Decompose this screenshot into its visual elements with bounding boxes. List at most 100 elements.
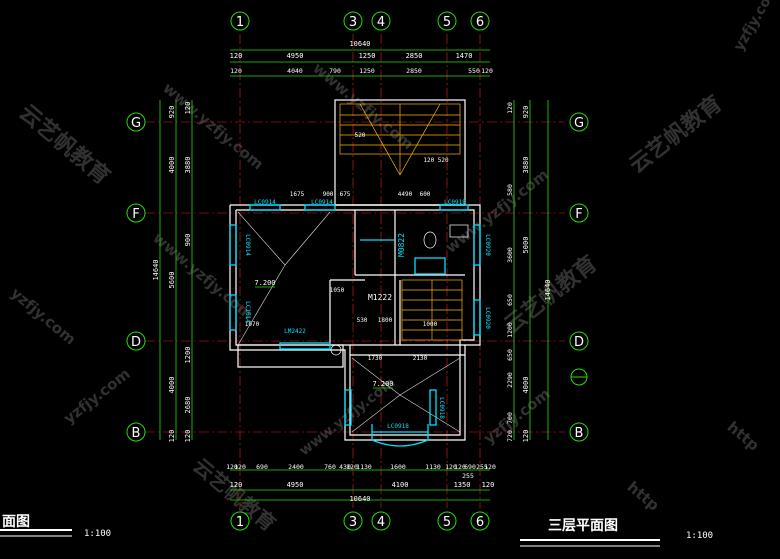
axis-bubble-h bbox=[126, 422, 146, 442]
axis-label-v: 4 bbox=[377, 15, 385, 30]
dim-label: 120 bbox=[234, 463, 246, 471]
stair-middle bbox=[401, 279, 463, 341]
axis-label-h: D bbox=[131, 335, 141, 350]
dim-label: 120 bbox=[226, 463, 238, 471]
dim-label: 10640 bbox=[349, 495, 370, 503]
right-drawing-title: 三层平面图 bbox=[548, 518, 618, 534]
dim-label: 2850 bbox=[406, 52, 423, 60]
dim-label: 4000 bbox=[522, 377, 530, 394]
dim-label: 1250 bbox=[359, 67, 375, 75]
axis-label-v: 1 bbox=[236, 15, 244, 30]
dim-label: 1130 bbox=[425, 463, 441, 471]
stair-top bbox=[339, 103, 461, 176]
axis-label-v: 3 bbox=[349, 15, 357, 30]
dim-label: 4000 bbox=[168, 377, 176, 394]
dim-label: 120 bbox=[445, 463, 457, 471]
dim-label: 650 bbox=[506, 294, 514, 306]
dim-label: 2400 bbox=[288, 463, 304, 471]
dim-label: 2290 bbox=[506, 372, 514, 388]
dim-label: 4100 bbox=[392, 481, 409, 489]
axis-label-v: 4 bbox=[377, 515, 385, 530]
dim-label: 760 bbox=[324, 463, 336, 471]
dim-label: 5000 bbox=[522, 237, 530, 254]
dim-label: 1350 bbox=[454, 481, 471, 489]
dim-label: 920 bbox=[168, 106, 176, 119]
dim-label: 120 bbox=[454, 463, 466, 471]
dim-label: 900 bbox=[184, 234, 192, 247]
dim-label: 1600 bbox=[390, 463, 406, 471]
dim-label: 14640 bbox=[152, 259, 160, 280]
elevation-mark: 7.200 bbox=[254, 279, 275, 287]
axis-label-h: D bbox=[574, 335, 584, 350]
axis-bubble-h bbox=[126, 203, 146, 223]
dim-label: 2850 bbox=[406, 67, 422, 75]
dim-label: 650 bbox=[506, 349, 514, 361]
axis-bubble-h bbox=[569, 112, 589, 132]
axis-bubble-v bbox=[371, 511, 391, 531]
axis-label-h: G bbox=[131, 116, 141, 131]
window-tag: LC0914 bbox=[254, 199, 276, 206]
axis-label-h: F bbox=[575, 207, 582, 222]
dim-label: 690 bbox=[256, 463, 268, 471]
dim-label: 4950 bbox=[287, 52, 304, 60]
axis-bubble-h bbox=[569, 422, 589, 442]
door-tag: M1222 bbox=[368, 293, 392, 302]
dim-label: 4000 bbox=[168, 157, 176, 174]
dim-label: 10640 bbox=[349, 40, 370, 48]
dim-label: 120 bbox=[168, 430, 176, 443]
axis-bubble-h bbox=[126, 331, 146, 351]
dim-label: 1200 bbox=[506, 322, 514, 338]
door-tag: M0822 bbox=[397, 233, 406, 257]
axis-bubble-v bbox=[437, 511, 457, 531]
interior-dim: 900 bbox=[323, 191, 334, 198]
left-drawing-title: 面图 bbox=[2, 514, 30, 530]
axis-bubble-v bbox=[470, 511, 490, 531]
interior-dim: 1800 bbox=[378, 317, 393, 324]
dim-label: 4040 bbox=[287, 67, 303, 75]
axis-bubble-v bbox=[343, 11, 363, 31]
dim-label: 1250 bbox=[359, 52, 376, 60]
interior-dim: 1675 bbox=[290, 191, 305, 198]
dim-label: 120 bbox=[230, 67, 242, 75]
interior-dim: 1070 bbox=[245, 321, 260, 328]
dim-label: 255 bbox=[462, 472, 474, 480]
axis-bubble-v bbox=[343, 511, 363, 531]
dim-label: 255 bbox=[476, 463, 488, 471]
left-scale-label: 1:100 bbox=[84, 529, 111, 539]
dim-label: 120 bbox=[481, 67, 493, 75]
interior-dim: 675 bbox=[340, 191, 351, 198]
dim-label: 1130 bbox=[356, 463, 372, 471]
dim-label: 3600 bbox=[506, 247, 514, 263]
interior-dim: 1000 bbox=[423, 321, 438, 328]
right-scale-label: 1:100 bbox=[686, 531, 713, 541]
axis-label-v: 6 bbox=[476, 15, 484, 30]
dim-label: 1200 bbox=[184, 347, 192, 364]
window-tag: LC1614 bbox=[244, 301, 251, 323]
dim-label: 120 bbox=[230, 481, 243, 489]
axis-label-v: 5 bbox=[443, 15, 451, 30]
dim-label: 1470 bbox=[456, 52, 473, 60]
dim-label: 690 bbox=[464, 463, 476, 471]
axis-bubble-v bbox=[230, 11, 250, 31]
axis-bubble-v bbox=[437, 11, 457, 31]
dim-label: 790 bbox=[329, 67, 341, 75]
interior-dim: 600 bbox=[420, 191, 431, 198]
dim-label: 720 bbox=[506, 430, 514, 442]
window-tag: LC0918 bbox=[438, 397, 445, 419]
dimension-text: 10640 120 4950 1250 2850 1470 120 4040 790 1250 28… bbox=[152, 40, 552, 503]
door-tag: LM2422 bbox=[284, 328, 306, 335]
axis-label-h: F bbox=[132, 207, 139, 222]
dim-label: 120 bbox=[184, 430, 192, 443]
window-tag: LC0914 bbox=[311, 199, 333, 206]
interior-dim: 120 520 bbox=[423, 157, 449, 164]
interior-dim: 530 bbox=[357, 317, 368, 324]
dim-label: 120 bbox=[184, 102, 192, 115]
axis-label-v: 3 bbox=[349, 515, 357, 530]
interior-dim: 4490 bbox=[398, 191, 413, 198]
dim-label: 920 bbox=[522, 106, 530, 119]
elevation-mark: 7.200 bbox=[372, 380, 393, 388]
interior-dim: 1050 bbox=[330, 287, 345, 294]
dim-label: 550 bbox=[468, 67, 480, 75]
